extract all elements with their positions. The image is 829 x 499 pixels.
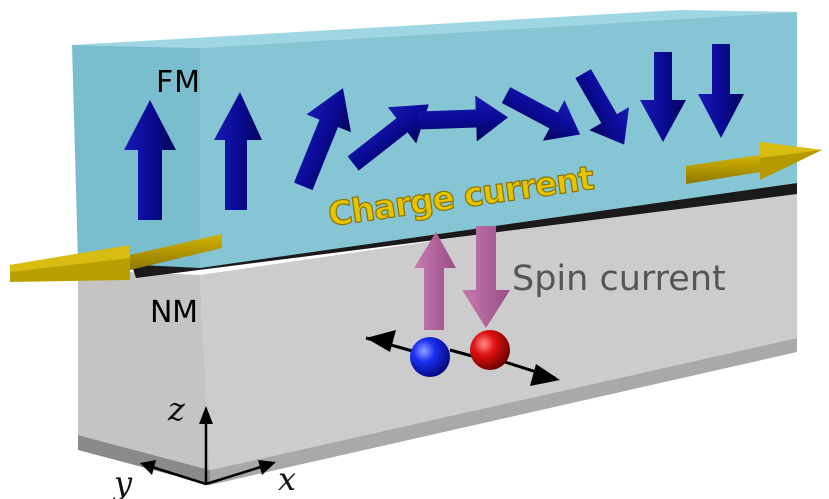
magnetization-arrow-icon: [347, 104, 429, 171]
spin-current-up-arrow-icon: [414, 232, 456, 330]
magnetization-arrows: [124, 44, 744, 220]
magnetization-arrow-icon: [698, 44, 744, 138]
magnetization-arrow-icon: [124, 100, 176, 220]
magnetization-arrow-icon: [501, 87, 581, 141]
spin-down-electron-icon: [470, 330, 510, 370]
electron-left-arrowhead-icon: [366, 330, 396, 352]
magnetization-arrow-icon: [214, 92, 262, 210]
spin-current-down-arrow-icon: [462, 226, 510, 328]
nm-bottom-side: [210, 338, 797, 485]
nm-front-face: [78, 270, 210, 470]
x-axis-arrowhead-icon: [258, 460, 276, 475]
fm-front-face: [72, 45, 200, 268]
interface-layer: [132, 183, 797, 278]
spin-up-electron-icon: [410, 337, 450, 377]
magnetization-arrow-icon: [293, 88, 351, 191]
magnetization-arrow-icon: [417, 95, 509, 142]
charge-arrow-left-icon: [10, 234, 222, 282]
spin-current-arrows: [414, 226, 510, 330]
z-axis-arrowhead-icon: [199, 406, 213, 424]
nm-side-face: [200, 188, 797, 470]
spin-current-label: Spin current: [512, 259, 726, 299]
fm-layer: [72, 10, 797, 268]
fm-top-face: [72, 10, 797, 48]
nm-bottom-front: [78, 435, 210, 485]
electron-right-arrowhead-icon: [530, 364, 560, 386]
nm-label: NM: [150, 295, 198, 330]
fm-side-face: [200, 12, 797, 268]
x-axis-label: x: [278, 460, 296, 498]
coordinate-axes: z x y: [112, 390, 296, 499]
nm-layer: [78, 188, 797, 485]
magnetization-arrow-icon: [575, 69, 630, 145]
fm-label: FM: [156, 65, 200, 100]
z-axis-label: z: [167, 390, 186, 428]
y-axis-arrowhead-icon: [140, 460, 156, 475]
charge-arrow-right-icon: [686, 142, 822, 184]
magnetization-arrow-icon: [640, 52, 686, 142]
y-axis-label: y: [112, 464, 133, 499]
charge-current-arrows: [10, 142, 822, 282]
electron-pair: [365, 330, 560, 386]
